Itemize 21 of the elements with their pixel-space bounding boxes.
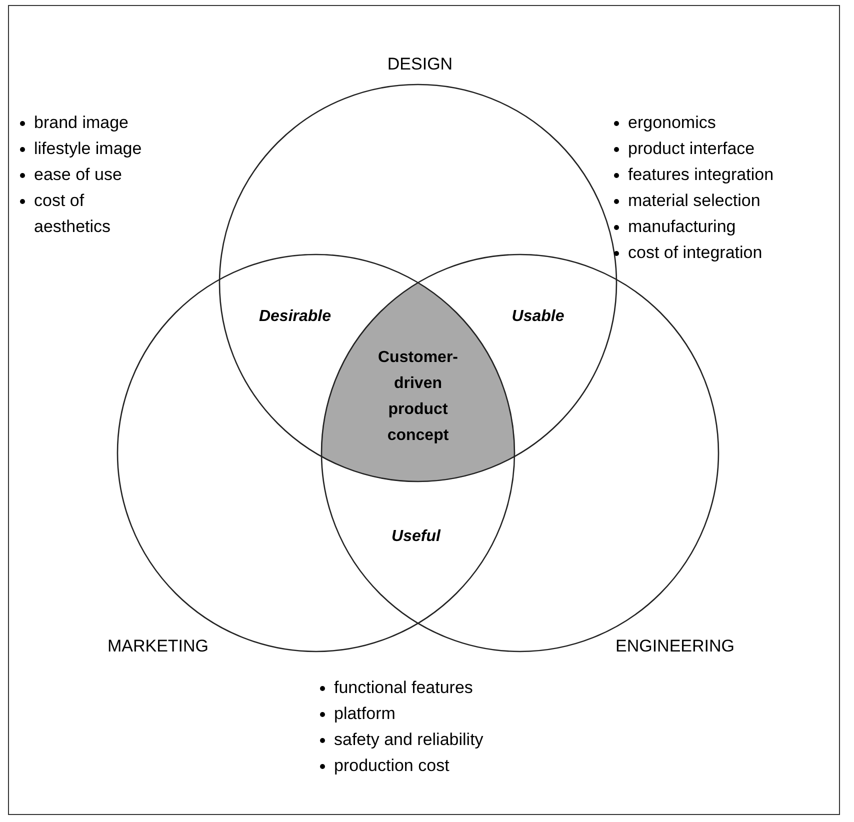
list-item: platform <box>334 703 396 725</box>
list-item: cost of aesthetics <box>34 190 112 238</box>
list-item: lifestyle image <box>34 138 143 160</box>
list-item: cost of integration <box>628 242 764 264</box>
circle-heading: ENGINEERING <box>615 635 735 658</box>
list-item: ease of use <box>34 164 123 186</box>
list-item: manufacturing <box>628 216 737 238</box>
list-item: production cost <box>334 755 450 777</box>
region-label: Desirable <box>258 307 332 327</box>
list-item: product interface <box>628 138 756 160</box>
region-label: Useful <box>390 527 442 547</box>
circle-heading: DESIGN <box>387 53 453 76</box>
list-item: features integration <box>628 164 775 186</box>
list-item: functional features <box>334 677 474 699</box>
list-item: ergonomics <box>628 112 717 134</box>
core-concept-text: Customer-driven product concept <box>376 348 459 446</box>
region-label: Usable <box>510 307 566 327</box>
list-item: material selection <box>628 190 762 212</box>
circle-heading: MARKETING <box>107 635 209 658</box>
list-item: safety and reliability <box>334 729 484 751</box>
list-item: brand image <box>34 112 130 134</box>
